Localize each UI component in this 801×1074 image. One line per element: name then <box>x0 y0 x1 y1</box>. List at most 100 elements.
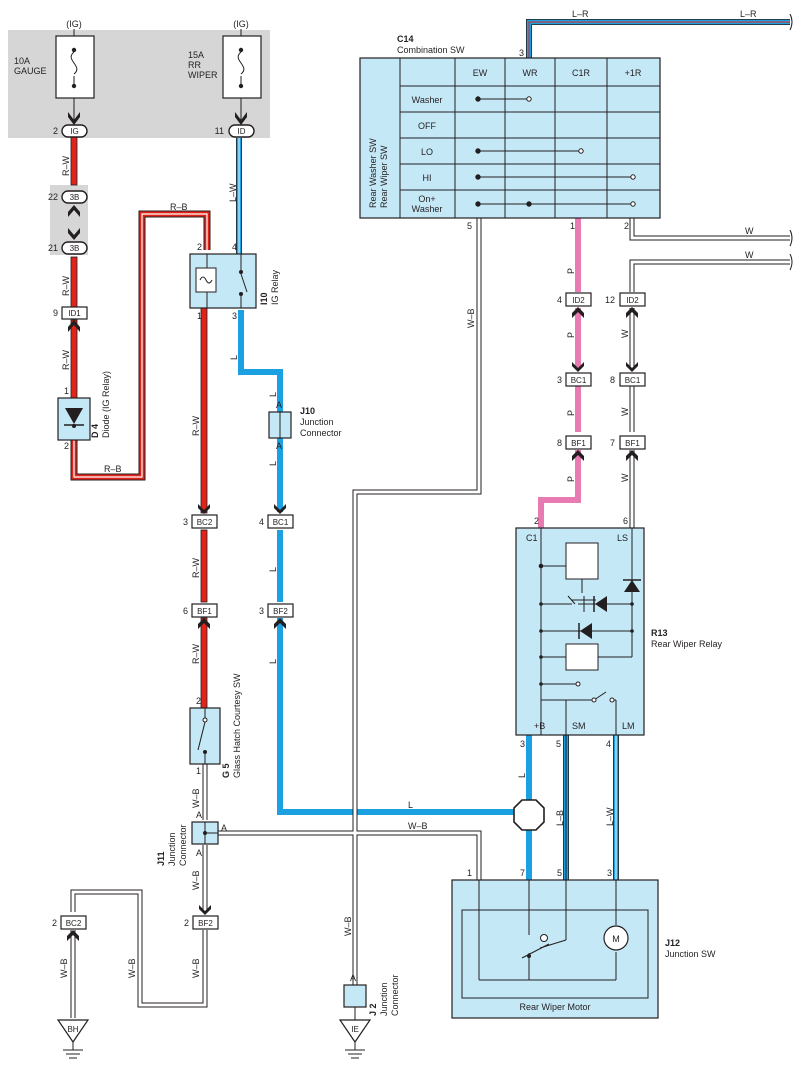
svg-text:ID1: ID1 <box>68 309 81 318</box>
wire-lr-top <box>526 19 790 58</box>
svg-text:W: W <box>745 250 754 260</box>
svg-text:W: W <box>620 407 630 416</box>
svg-text:A: A <box>350 973 356 983</box>
svg-text:3: 3 <box>520 739 525 749</box>
svg-text:OFF: OFF <box>418 121 436 131</box>
svg-text:6: 6 <box>623 516 628 526</box>
wire-l-bottom <box>277 618 516 815</box>
svg-text:BF2: BF2 <box>198 919 213 928</box>
connector-ig: IG 2 <box>53 124 88 138</box>
connector-bc2-wb: BC2 2 <box>52 915 87 941</box>
svg-text:EW: EW <box>473 68 488 78</box>
svg-text:3: 3 <box>232 311 237 321</box>
svg-text:W–B: W–B <box>59 958 69 978</box>
svg-text:J 2: J 2 <box>368 1003 378 1016</box>
svg-text:BF2: BF2 <box>273 607 288 616</box>
svg-text:12: 12 <box>605 295 615 305</box>
motor-icon: M <box>612 934 620 944</box>
svg-text:P: P <box>566 476 576 482</box>
svg-text:Junction SW: Junction SW <box>665 949 716 959</box>
svg-text:7: 7 <box>520 868 525 878</box>
connector-id2-w: ID2 12 <box>605 292 646 318</box>
svg-text:HI: HI <box>423 173 432 183</box>
svg-text:(IG): (IG) <box>66 19 82 29</box>
svg-text:L: L <box>268 567 278 572</box>
connector-bc2-rw: BC2 3 <box>183 504 218 529</box>
svg-text:Diode (IG Relay): Diode (IG Relay) <box>101 371 111 438</box>
svg-text:J10: J10 <box>300 406 315 416</box>
connector-bc1-l: BC1 4 <box>259 504 294 529</box>
svg-text:RR: RR <box>188 60 201 70</box>
wire-l-main <box>238 310 283 412</box>
svg-text:W: W <box>745 226 754 236</box>
svg-text:Rear Wiper Relay: Rear Wiper Relay <box>651 639 723 649</box>
connector-id2-p: ID2 4 <box>557 292 592 318</box>
svg-text:A: A <box>221 823 227 833</box>
svg-text:R–B: R–B <box>170 202 188 212</box>
svg-text:Junction: Junction <box>379 982 389 1016</box>
svg-text:A: A <box>276 400 282 410</box>
connector-3b-top: 3B 22 <box>48 190 88 204</box>
svg-text:Combination SW: Combination SW <box>397 45 465 55</box>
svg-text:W–B: W–B <box>343 916 353 936</box>
svg-text:L: L <box>268 659 278 664</box>
svg-text:2: 2 <box>184 918 189 928</box>
ground-ie: IE <box>338 1019 372 1059</box>
svg-text:BF1: BF1 <box>625 439 640 448</box>
svg-text:9: 9 <box>53 308 58 318</box>
svg-text:1: 1 <box>197 311 202 321</box>
svg-text:10A: 10A <box>14 56 30 66</box>
svg-text:22: 22 <box>48 192 58 202</box>
wire-labels: R–W R–W R–W R–B R–B L–W L R–W L L L L R–… <box>59 9 757 978</box>
svg-text:Junction: Junction <box>167 832 177 866</box>
connector-bf2-wb: BF2 2 <box>184 905 219 930</box>
svg-text:W–B: W–B <box>127 958 137 978</box>
svg-text:2: 2 <box>624 221 629 231</box>
svg-text:P: P <box>566 410 576 416</box>
svg-text:WIPER: WIPER <box>188 70 218 80</box>
svg-text:L–R: L–R <box>572 9 589 19</box>
svg-text:C1R: C1R <box>572 68 591 78</box>
svg-text:A: A <box>196 848 202 858</box>
svg-text:Rear Wiper Motor: Rear Wiper Motor <box>519 1002 590 1012</box>
svg-text:BH: BH <box>67 1025 78 1034</box>
svg-text:2: 2 <box>53 126 58 136</box>
svg-text:G 5: G 5 <box>221 763 231 778</box>
svg-text:IG: IG <box>70 127 78 136</box>
svg-text:R–W: R–W <box>61 349 71 370</box>
ground-bh: BH <box>56 1019 90 1059</box>
svg-text:BC1: BC1 <box>273 518 289 527</box>
svg-text:3: 3 <box>519 48 524 58</box>
svg-text:L: L <box>517 773 527 778</box>
svg-text:+1R: +1R <box>625 68 642 78</box>
svg-text:3: 3 <box>607 868 612 878</box>
svg-text:W–B: W–B <box>191 788 201 808</box>
svg-text:A: A <box>196 810 202 820</box>
svg-text:ID2: ID2 <box>572 296 585 305</box>
rear-wiper-relay-r13: C1 LS +B SM LM <box>515 516 723 749</box>
svg-text:7: 7 <box>610 438 615 448</box>
connector-id: ID 11 <box>215 124 255 138</box>
svg-text:Washer: Washer <box>412 204 443 214</box>
connector-bf1-w: BF1 7 <box>610 435 646 461</box>
svg-text:J12: J12 <box>665 938 680 948</box>
svg-text:L: L <box>408 800 413 810</box>
svg-text:1: 1 <box>570 221 575 231</box>
svg-text:5: 5 <box>467 221 472 231</box>
svg-text:L: L <box>229 355 239 360</box>
connector-bf2-l: BF2 3 <box>259 603 294 629</box>
svg-text:6: 6 <box>183 606 188 616</box>
svg-text:L–B: L–B <box>555 810 565 826</box>
svg-text:1: 1 <box>467 868 472 878</box>
fuse-rr-wiper: (IG) 15A RR WIPER <box>188 19 262 120</box>
svg-text:R–B: R–B <box>104 464 122 474</box>
junction-connector-j2: A J 2 Junction Connector <box>343 973 400 1020</box>
svg-text:3: 3 <box>183 517 188 527</box>
svg-text:ID2: ID2 <box>626 296 639 305</box>
svg-text:L: L <box>268 461 278 466</box>
svg-text:SM: SM <box>572 721 586 731</box>
svg-text:W–B: W–B <box>191 958 201 978</box>
svg-text:W–B: W–B <box>466 308 476 328</box>
svg-text:R13: R13 <box>651 628 668 638</box>
svg-text:L–W: L–W <box>605 807 615 826</box>
